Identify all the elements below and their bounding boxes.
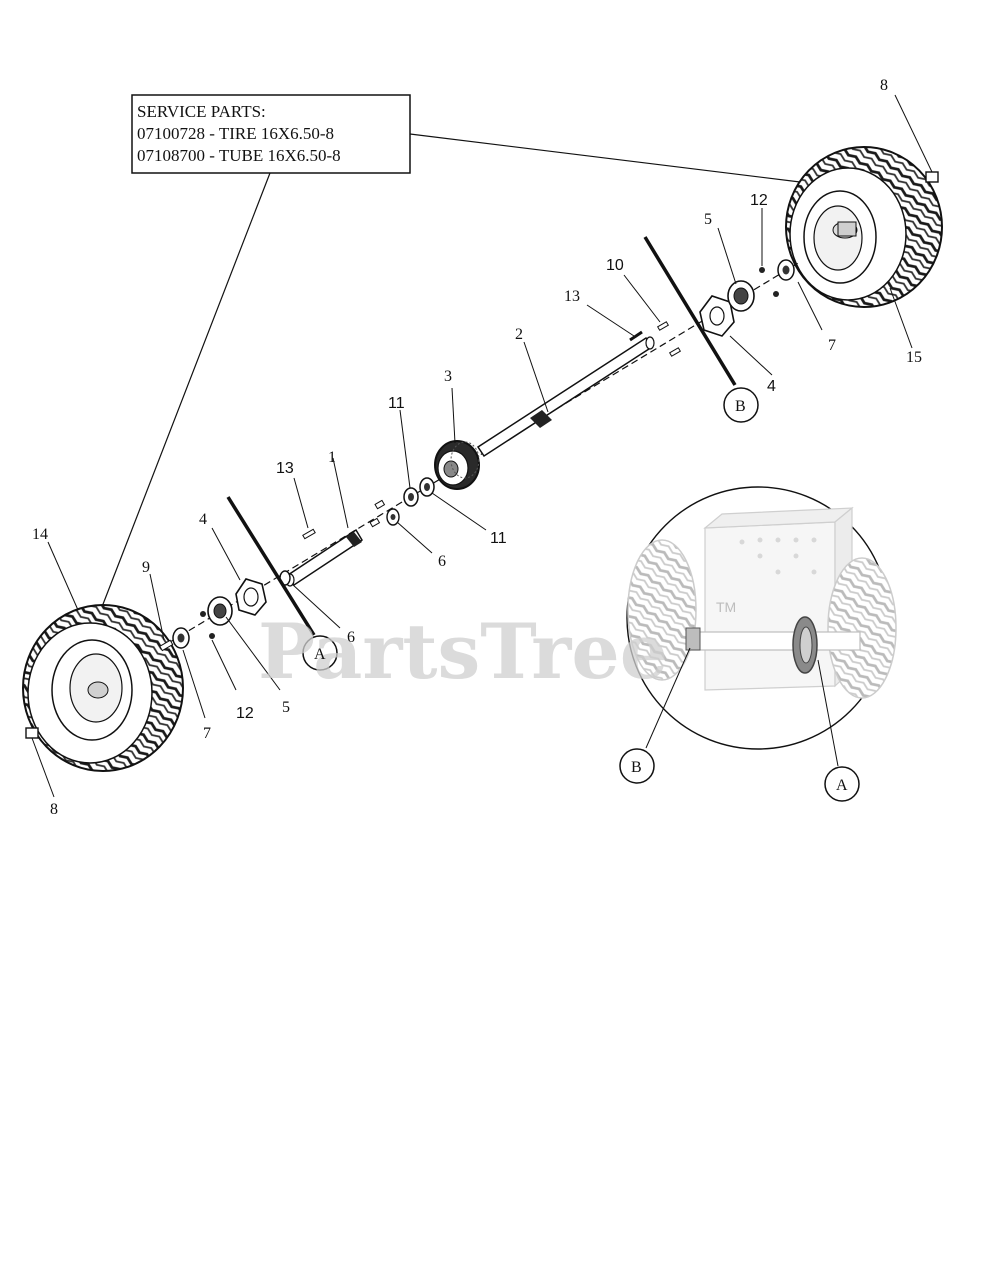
callout-3: 3 [444,368,452,385]
bearing-top [727,280,755,312]
spacer-low [172,627,190,649]
callout-9: 9 [142,559,150,576]
nut-top-lower [773,291,779,297]
axle-shaft [476,336,655,458]
service-parts-box: SERVICE PARTS: 07100728 - TIRE 16X6.50-8… [131,94,411,174]
nut-low-lower [209,633,215,639]
service-parts-tube: 07108700 - TUBE 16X6.50-8 [137,146,341,165]
callout-4-low: 4 [199,511,207,528]
reference-letter-a-low: A [314,646,326,663]
reference-circle-a-low [302,635,338,671]
reference-letter-b-top: B [735,398,746,415]
section-line-a [226,496,316,636]
watermark-trademark: TM [716,599,736,615]
washer-left [403,487,419,507]
callout-14: 14 [32,526,48,543]
callout-2: 2 [515,326,523,343]
callout-7-top: 7 [828,337,836,354]
reference-circle-b-top [723,387,759,423]
screw [656,321,670,331]
callout-8-top: 8 [880,77,888,94]
callout-5-low: 5 [282,699,290,716]
bearing-flange-top [699,295,735,337]
callout-1: 1 [328,449,336,466]
bolt [159,639,174,652]
pin-top [629,330,643,342]
service-parts-title: SERVICE PARTS: [137,102,266,121]
leader-line-box-to-left-tire [99,172,271,613]
callout-6-low: 6 [347,629,355,646]
callout-8-low: 8 [50,801,58,818]
watermark: PartsTree [258,607,668,696]
gear [434,440,480,490]
callout-leaders [47,208,913,719]
callout-15: 15 [906,349,922,366]
nut-top-upper [759,267,765,273]
reference-circle-a-inset [824,766,860,802]
right-tire [785,146,943,308]
callout-11-left: 11 [388,395,405,412]
callout-5-top: 5 [704,211,712,228]
valve-stem-bottom [25,727,55,798]
callout-12-low: 12 [236,705,254,722]
callout-6-middle: 6 [438,553,446,570]
callout-7-low: 7 [203,725,211,742]
inset-detail [626,486,897,767]
pin-middle [302,528,316,540]
callout-13-top: 13 [564,288,580,305]
service-parts-tire: 07100728 - TIRE 16X6.50-8 [137,124,334,143]
left-shaft [285,528,364,587]
washer-right [419,477,435,497]
callout-12-top: 12 [750,192,768,209]
leader-line-box-to-right-tire [409,133,801,183]
nut-low-upper [200,611,206,617]
callout-4-top: 4 [767,378,776,395]
reference-letter-a-inset: A [836,777,848,794]
reference-circle-b-inset [619,748,655,784]
callout-10: 10 [606,257,624,274]
bearing-flange-low [235,578,267,616]
collar-middle [369,499,400,528]
screw-lower [668,347,682,357]
section-line-b [643,236,737,386]
callout-labels: 8 12 5 10 13 2 7 15 4 B 3 11 11 13 1 6 6… [32,77,922,818]
callout-11-right: 11 [490,530,507,547]
spacer-top [777,259,795,281]
callout-13-middle: 13 [276,460,294,477]
reference-letter-b-inset: B [631,759,642,776]
left-tire [22,604,184,772]
bearing-low [207,596,233,626]
valve-stem-top [894,94,939,183]
